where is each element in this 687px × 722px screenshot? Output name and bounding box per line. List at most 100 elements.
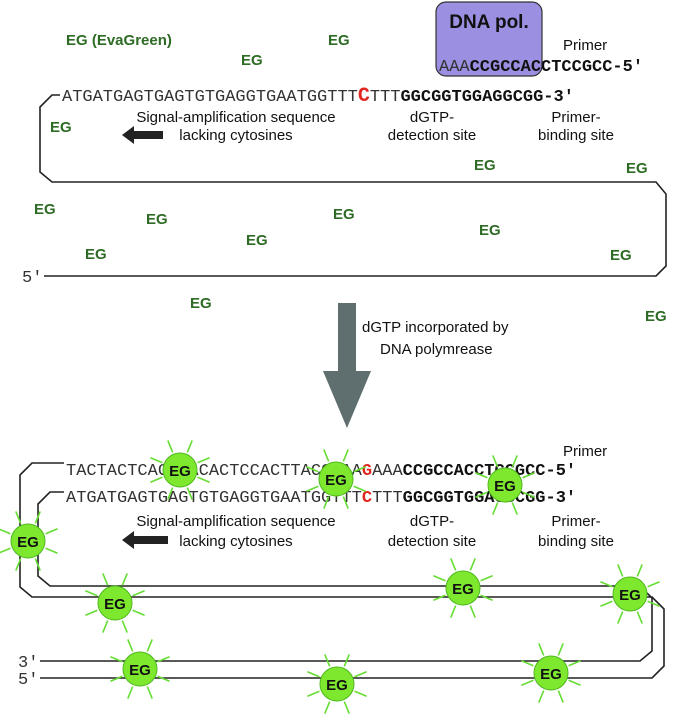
glow-ray: [636, 611, 643, 624]
free-eg: EG: [85, 246, 107, 263]
bound-eg-glow: EG: [600, 564, 660, 624]
bound-eg-glow: EG: [307, 654, 367, 714]
glow-ray: [480, 594, 493, 601]
top-template-bold: GGCGGTGGAGGCGG-3′: [400, 88, 573, 107]
glow-ray: [343, 701, 350, 714]
bottom-template-ttt: TTT: [372, 489, 403, 508]
bound-eg-label: EG: [169, 463, 191, 480]
glow-rays: [475, 455, 535, 515]
top-template-strand: [39, 94, 667, 277]
glow-ray: [323, 496, 330, 509]
glow-ray: [0, 528, 11, 535]
free-evagreen-group: EG EG EG EG EG EG EG EG EG EG EG EG EG E…: [34, 32, 667, 325]
top-signal-label-2: lacking cytosines: [179, 127, 292, 144]
glow-ray: [121, 620, 128, 633]
glow-ray: [557, 690, 564, 703]
glow-ray: [307, 690, 320, 697]
top-dgtp-label-1: dGTP-: [410, 109, 454, 126]
bound-eg-label: EG: [129, 662, 151, 679]
glow-ray: [306, 466, 319, 473]
glow-ray: [186, 487, 193, 500]
bottom-new-strand: [19, 462, 665, 679]
bound-eg-glow: EG: [475, 455, 535, 515]
bottom-ext-aaa: AAA: [372, 462, 403, 481]
free-eg: EG: [610, 247, 632, 264]
glow-circle: [97, 585, 133, 621]
glow-circle: [487, 467, 523, 503]
dna-polymerase-box: [435, 1, 543, 77]
glow-ray: [0, 547, 11, 554]
top-pbs-label-1: Primer-: [551, 109, 600, 126]
glow-ray: [647, 600, 660, 607]
glow-ray: [469, 558, 476, 571]
bound-eg-glow: EG: [433, 558, 493, 618]
glow-ray: [433, 594, 446, 601]
glow-ray: [15, 558, 22, 571]
glow-ray: [150, 476, 163, 483]
glow-ray: [307, 671, 320, 678]
glow-ray: [557, 643, 564, 656]
arrow-head-icon: [323, 371, 371, 428]
bottom-signal-label-1: Signal-amplification sequence: [136, 513, 335, 530]
glow-ray: [538, 690, 545, 703]
top-direction-arrow-icon: [122, 126, 163, 144]
free-eg: EG: [479, 222, 501, 239]
bound-eg-label: EG: [494, 478, 516, 495]
top-panel: DNA pol. Primer AAACCGCCACCTCCGCC-5′ ATG…: [22, 1, 667, 325]
glow-ray: [450, 558, 457, 571]
free-eg: EG: [474, 157, 496, 174]
top-primer-sequence: AAACCGCCACCTCCGCC-5′: [439, 58, 643, 77]
glow-ray: [469, 605, 476, 618]
glow-ray: [342, 496, 349, 509]
bottom-five-prime: 5′: [18, 671, 38, 690]
glow-ray: [127, 639, 134, 652]
free-eg: EG: [645, 308, 667, 325]
free-eg: EG: [34, 201, 56, 218]
glow-ray: [511, 455, 518, 468]
top-five-prime: 5′: [22, 269, 42, 288]
glow-ray: [492, 455, 499, 468]
glow-circle: [122, 651, 158, 687]
bound-eg-glow: EG: [110, 639, 170, 699]
glow-ray: [45, 528, 58, 535]
glow-ray: [197, 457, 210, 464]
glow-ray: [342, 449, 349, 462]
arrow-caption-1: dGTP incorporated by: [362, 319, 509, 336]
glow-ray: [600, 581, 613, 588]
glow-ray: [521, 660, 534, 667]
glow-ray: [110, 656, 123, 663]
bottom-template-bold: GGCGGTGGAGGCGG-3′: [403, 489, 576, 508]
glow-ray: [568, 660, 581, 667]
bottom-detection-c: C: [362, 489, 372, 508]
bound-eg-glow: EG: [521, 643, 581, 703]
glow-ray: [146, 686, 153, 699]
eg-legend: EG (EvaGreen): [66, 32, 172, 49]
glow-ray: [647, 581, 660, 588]
glow-rays: [306, 449, 366, 509]
glow-ray: [167, 487, 174, 500]
glow-ray: [480, 575, 493, 582]
glow-ray: [492, 502, 499, 515]
free-eg: EG: [333, 206, 355, 223]
bound-eg-label: EG: [104, 596, 126, 613]
glow-ray: [353, 485, 366, 492]
free-eg: EG: [246, 232, 268, 249]
glow-ray: [34, 558, 41, 571]
glow-ray: [150, 457, 163, 464]
glow-ray: [324, 654, 331, 667]
glow-circle: [533, 655, 569, 691]
bottom-ext-bold: CCGCCACCTCCGCC-5′: [403, 462, 576, 481]
glow-ray: [45, 547, 58, 554]
top-template-plain: ATGATGAGTGAGTGTGAGGTGAATGGTTT: [62, 88, 358, 107]
glow-ray: [132, 590, 145, 597]
bottom-template-strand: [37, 491, 653, 662]
bound-eg-label: EG: [17, 534, 39, 551]
glow-ray: [121, 573, 128, 586]
bottom-direction-arrow-icon: [122, 531, 168, 549]
glow-ray: [617, 611, 624, 624]
bottom-primer-label: Primer: [563, 443, 607, 460]
bottom-pbs-label-1: Primer-: [551, 513, 600, 530]
free-eg: EG: [190, 295, 212, 312]
bottom-three-prime: 3′: [18, 654, 38, 673]
